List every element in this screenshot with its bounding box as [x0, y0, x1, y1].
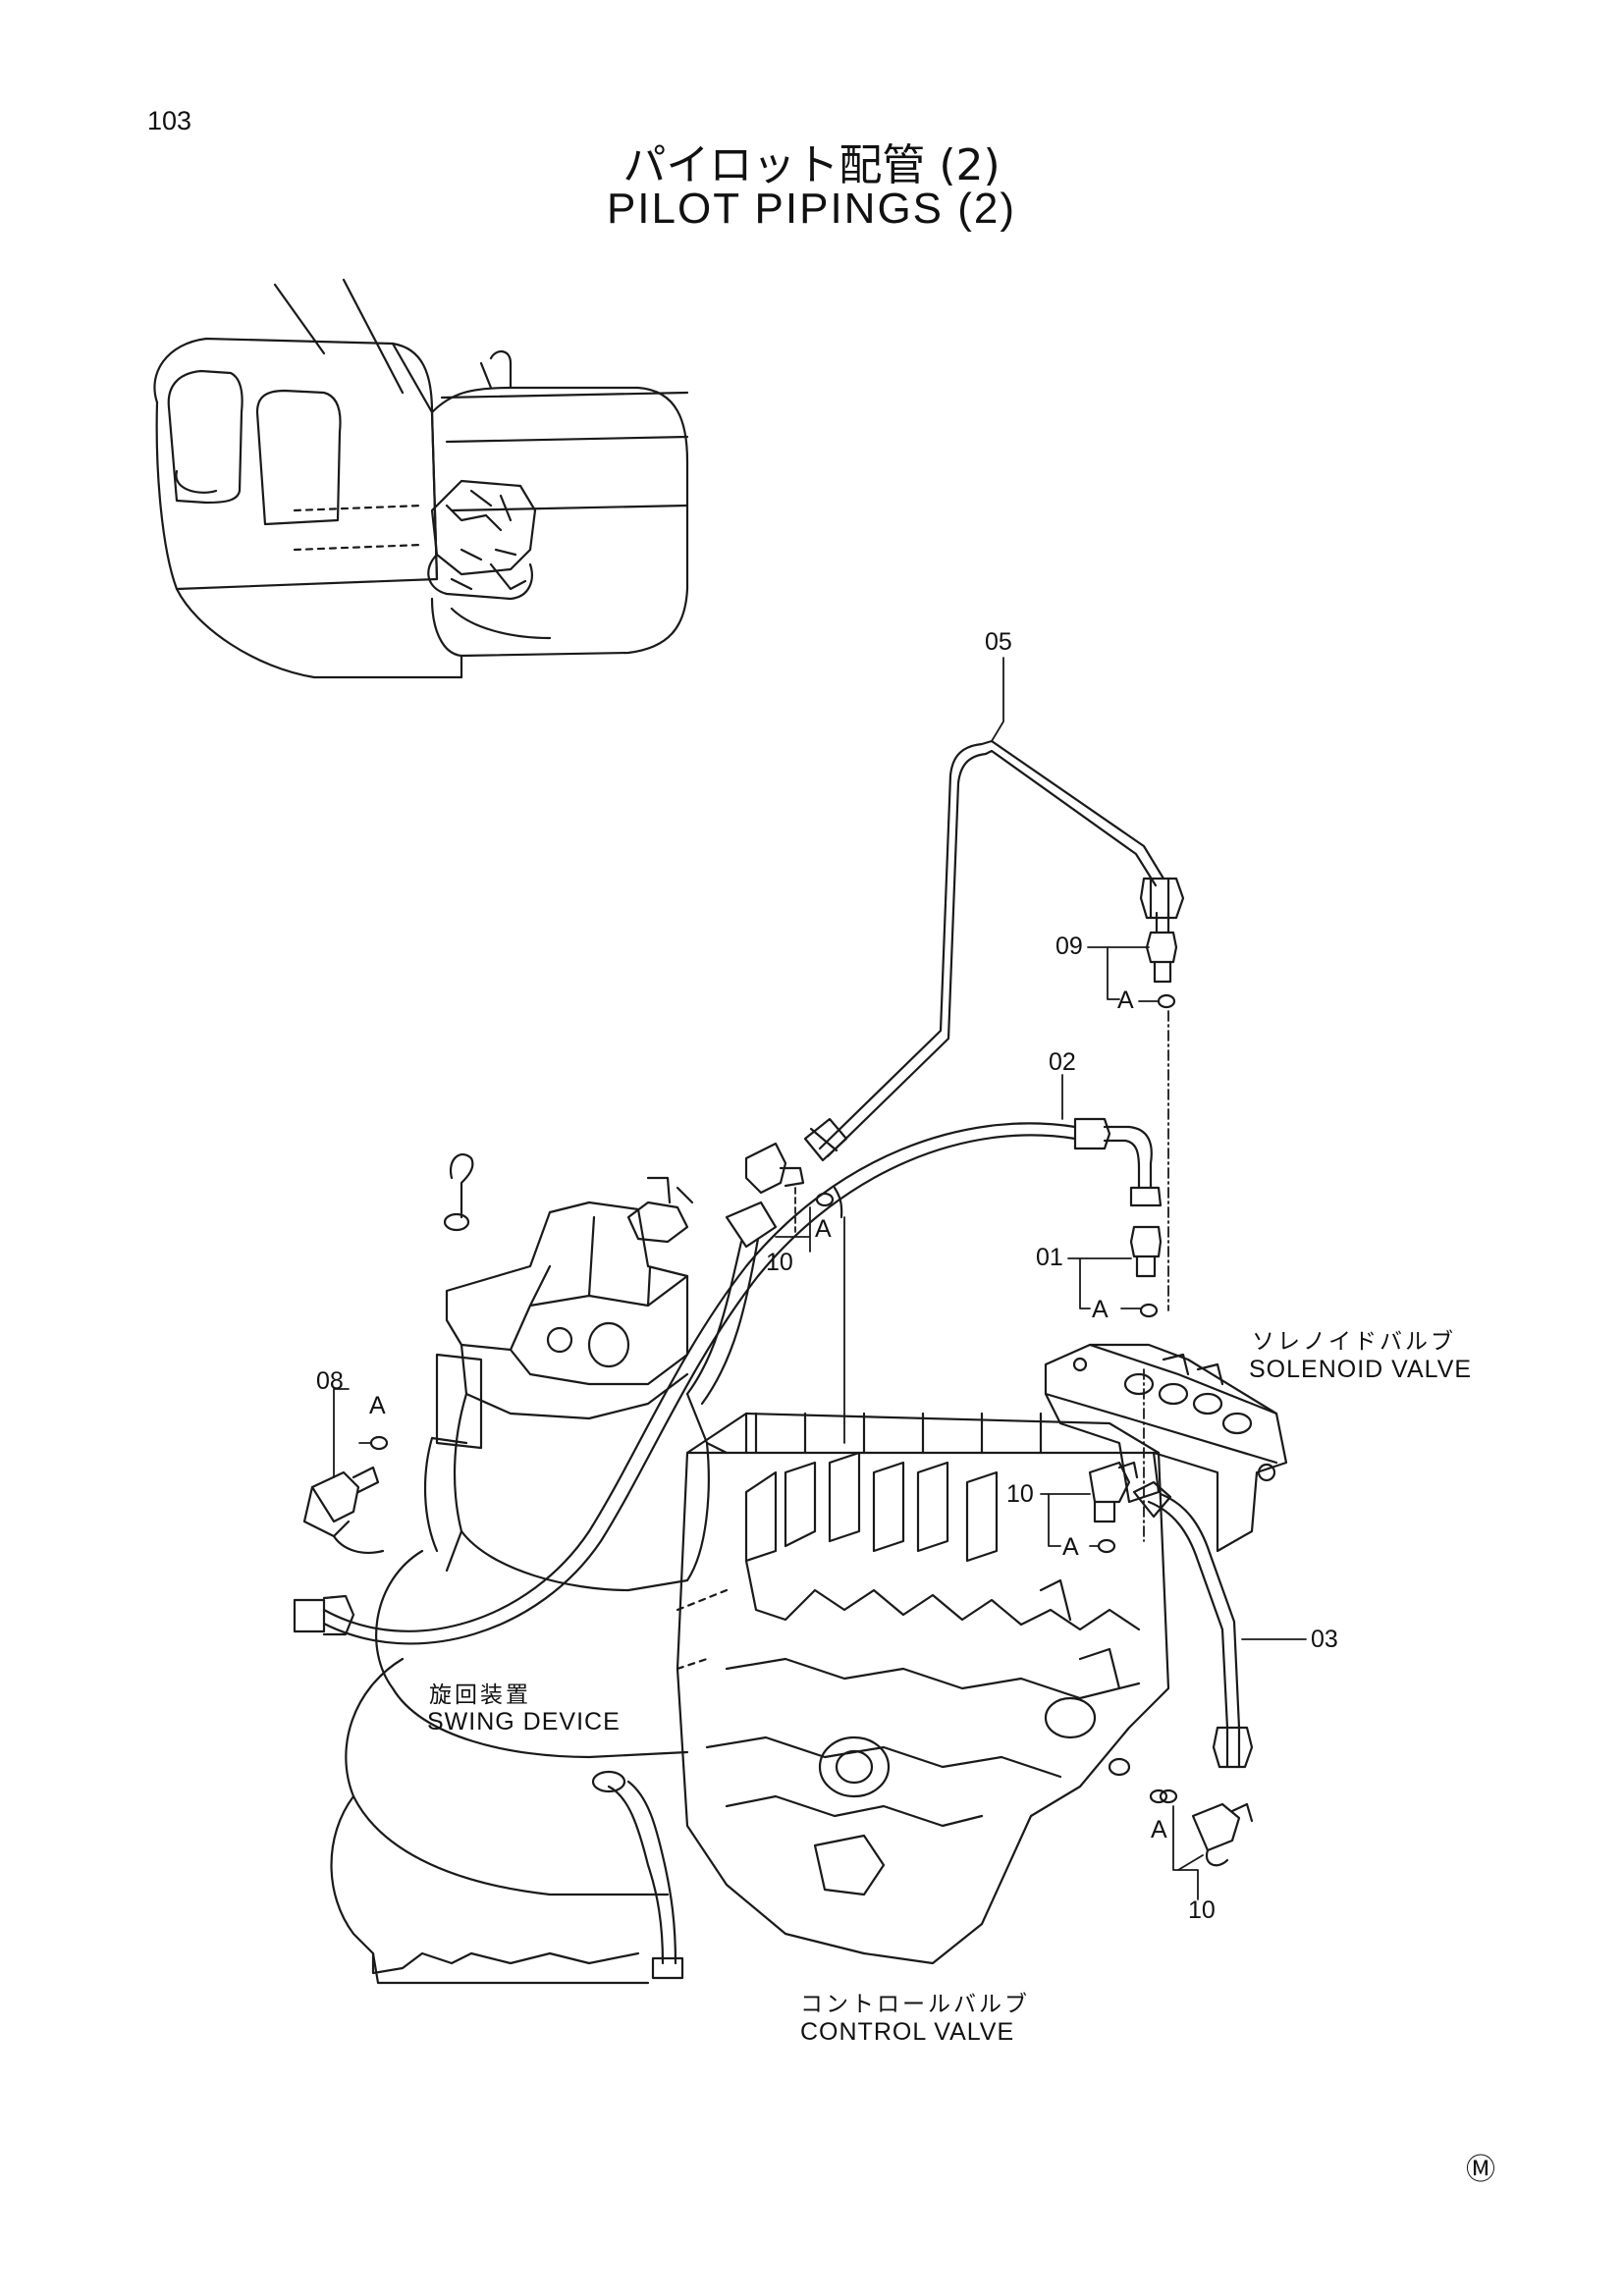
callout-10-middle: 10: [1006, 1480, 1034, 1508]
callout-a-10-middle: A: [1062, 1533, 1079, 1561]
elbow-fitting-10-lower: [1159, 1789, 1254, 1867]
swing-device-label-jp: 旋回装置: [429, 1682, 531, 1708]
title-japanese: パイロット配管 (2): [622, 140, 1001, 190]
elbow-fitting-10-upper: [744, 1142, 843, 1219]
control-valve-label-en: CONTROL VALVE: [800, 2018, 1015, 2046]
elbow-fitting-10-middle: [1088, 1461, 1139, 1554]
title-english: PILOT PIPINGS (2): [606, 185, 1017, 233]
callout-09: 09: [1055, 933, 1083, 960]
callout-a-10-lower: A: [1151, 1816, 1167, 1843]
callout-02: 02: [1049, 1048, 1076, 1076]
control-valve-label-jp: コントロールバルブ: [800, 1992, 1030, 2017]
callout-08: 08: [316, 1367, 344, 1395]
solenoid-valve-label-en: SOLENOID VALVE: [1249, 1356, 1473, 1383]
callout-05: 05: [985, 628, 1012, 656]
swing-device-label-en: SWING DEVICE: [427, 1708, 621, 1735]
callout-01: 01: [1036, 1244, 1063, 1271]
corner-mark: Ⓜ: [1466, 2154, 1495, 2186]
pilot-pipe-05: [803, 739, 1185, 1162]
leader-lines: [333, 657, 1307, 1900]
fitting-08: [302, 1435, 389, 1554]
callout-10-upper: 10: [766, 1249, 793, 1276]
control-valve-drawing: [676, 1412, 1170, 1965]
callout-a-09: A: [1117, 987, 1134, 1014]
fitting-09: [1145, 911, 1178, 1009]
fitting-01: [1129, 1225, 1163, 1318]
solenoid-valve-label-jp: ソレノイドバルブ: [1252, 1329, 1456, 1355]
swing-device-drawing: [330, 1153, 778, 1985]
callout-10-lower: 10: [1188, 1896, 1216, 1924]
pilot-pipe-03: [1132, 1480, 1254, 1769]
excavator-overview-drawing: [153, 278, 689, 679]
callout-a-01: A: [1092, 1296, 1109, 1323]
page-number: 103: [147, 106, 192, 135]
pilot-pipe-02: [293, 1117, 1163, 1645]
callout-a-08: A: [369, 1392, 386, 1419]
solenoid-valve-drawing: [1044, 1343, 1288, 1553]
callout-03: 03: [1311, 1626, 1338, 1653]
callout-a-10-upper: A: [815, 1215, 832, 1243]
